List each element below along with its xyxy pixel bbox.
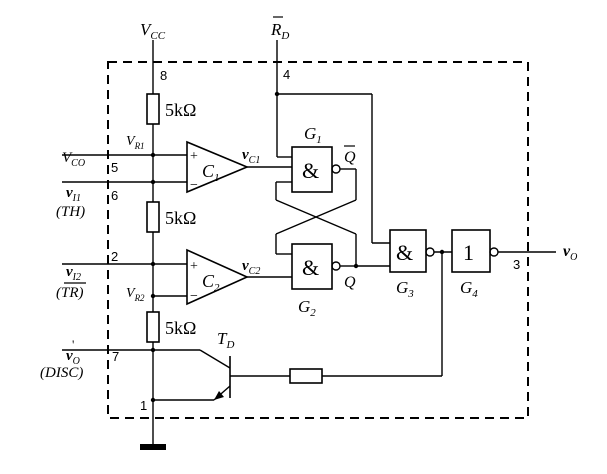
vi2-label: vI2 — [66, 264, 81, 283]
q-label: Q — [344, 274, 356, 291]
td-label: TD — [217, 329, 234, 351]
q-bar-label: Q — [344, 149, 356, 166]
c2-label: C2 — [202, 271, 220, 294]
vr2-label: VR2 — [126, 286, 145, 303]
base-resistor — [289, 368, 323, 384]
latch-cross-coupling — [275, 168, 359, 269]
resistor-3 — [146, 311, 160, 343]
c2-plus: + — [190, 259, 198, 274]
g1-label: G1 — [304, 124, 322, 146]
vo-label: vO — [563, 243, 577, 263]
comparator-c2 — [186, 248, 249, 306]
th-label: (TH) — [56, 204, 85, 220]
comparator-c1 — [186, 140, 250, 194]
vi1-label: vI1 — [66, 185, 81, 204]
pin-8: 8 — [160, 68, 167, 83]
pin-1: 1 — [140, 398, 147, 413]
chip-boundary — [107, 61, 529, 419]
g4-not-symbol: 1 — [463, 240, 474, 265]
vr1-label: VR1 — [126, 134, 145, 151]
c1-minus: − — [190, 178, 198, 193]
pin-4: 4 — [283, 67, 290, 82]
ground-symbol — [140, 444, 166, 450]
pin-6: 6 — [111, 188, 118, 203]
vo-prime-label: vO — [66, 348, 80, 367]
vc2-label: vC2 — [242, 258, 260, 277]
input-lines — [62, 154, 187, 351]
vcc-label: VCC — [140, 20, 166, 42]
vo-prime-mark: ' — [72, 337, 74, 352]
resistor-1-value: 5kΩ — [165, 100, 196, 120]
g3-bubble — [425, 247, 435, 257]
g4-bubble — [489, 247, 499, 257]
reset-line — [274, 40, 390, 244]
vco-label: VCO — [62, 150, 85, 169]
pin-7: 7 — [112, 349, 119, 364]
resistor-2 — [146, 201, 160, 233]
voltage-divider — [140, 40, 166, 450]
rd-label: RD — [270, 20, 289, 42]
g3-and-symbol: & — [396, 240, 413, 265]
g2-and-symbol: & — [302, 255, 319, 280]
disc-label: (DISC) — [40, 365, 83, 381]
resistor-1 — [146, 93, 160, 125]
tr-label: (TR) — [56, 285, 84, 301]
resistor-3-value: 5kΩ — [165, 318, 196, 338]
g2-label: G2 — [298, 297, 316, 319]
g3-label: G3 — [396, 278, 414, 300]
pin-5: 5 — [111, 160, 118, 175]
c1-label: C1 — [202, 161, 220, 184]
pin-2: 2 — [111, 249, 118, 264]
g2-bubble — [331, 261, 341, 271]
resistor-2-value: 5kΩ — [165, 208, 196, 228]
vc1-label: vC1 — [242, 147, 260, 166]
g1-and-symbol: & — [302, 158, 319, 183]
c1-plus: + — [190, 149, 198, 164]
discharge-path — [150, 252, 443, 401]
pin-3: 3 — [513, 257, 520, 272]
g4-label: G4 — [460, 278, 478, 300]
c2-minus: − — [190, 289, 198, 304]
g1-bubble — [331, 164, 341, 174]
transistor-emitter-arrow — [214, 391, 224, 400]
